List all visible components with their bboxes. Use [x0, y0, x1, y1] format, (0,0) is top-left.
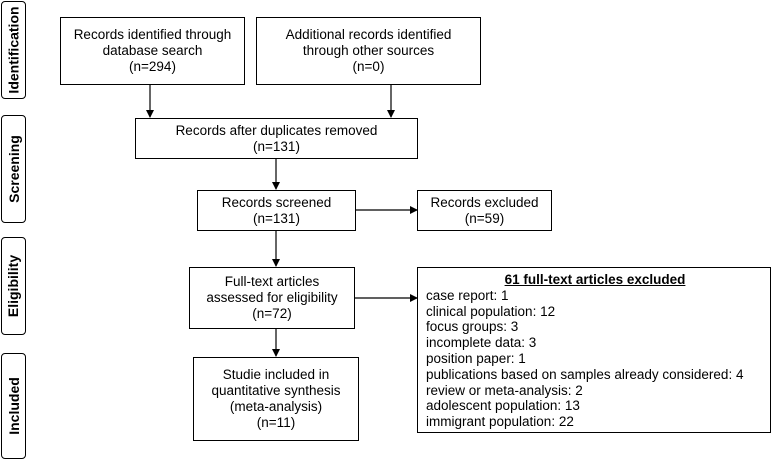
stage-label-eligibility: Eligibility — [1, 237, 26, 335]
box-records-excluded: Records excluded (n=59) — [417, 190, 552, 231]
exclusion-item: publications based on samples already co… — [426, 366, 744, 382]
exclusion-item: clinical population: 12 — [426, 303, 556, 319]
stage-label-included: Included — [1, 353, 26, 459]
exclusion-item: incomplete data: 3 — [426, 335, 537, 351]
exclusion-item: position paper: 1 — [426, 350, 526, 366]
box-full-text-assessed: Full-text articles assessed for eligibil… — [189, 267, 355, 329]
box-other-sources: Additional records identified through ot… — [256, 17, 481, 85]
exclusions-title: 61 full-text articles excluded — [504, 272, 686, 287]
exclusion-item: immigrant population: 22 — [426, 414, 574, 430]
stage-label-identification: Identification — [1, 1, 26, 99]
box-after-duplicates: Records after duplicates removed (n=131) — [135, 118, 418, 159]
exclusion-item: adolescent population: 13 — [426, 398, 580, 414]
exclusion-item: review or meta-analysis: 2 — [426, 382, 583, 398]
box-fulltext-exclusions: 61 full-text articles excluded case repo… — [417, 267, 771, 433]
box-studies-included: Studie included in quantitative synthesi… — [193, 357, 359, 441]
exclusion-item: case report: 1 — [426, 287, 509, 303]
box-records-screened: Records screened (n=131) — [197, 190, 356, 231]
stage-label-screening: Screening — [1, 115, 26, 223]
box-database-search: Records identified through database sear… — [60, 17, 245, 85]
exclusion-item: focus groups: 3 — [426, 319, 519, 335]
